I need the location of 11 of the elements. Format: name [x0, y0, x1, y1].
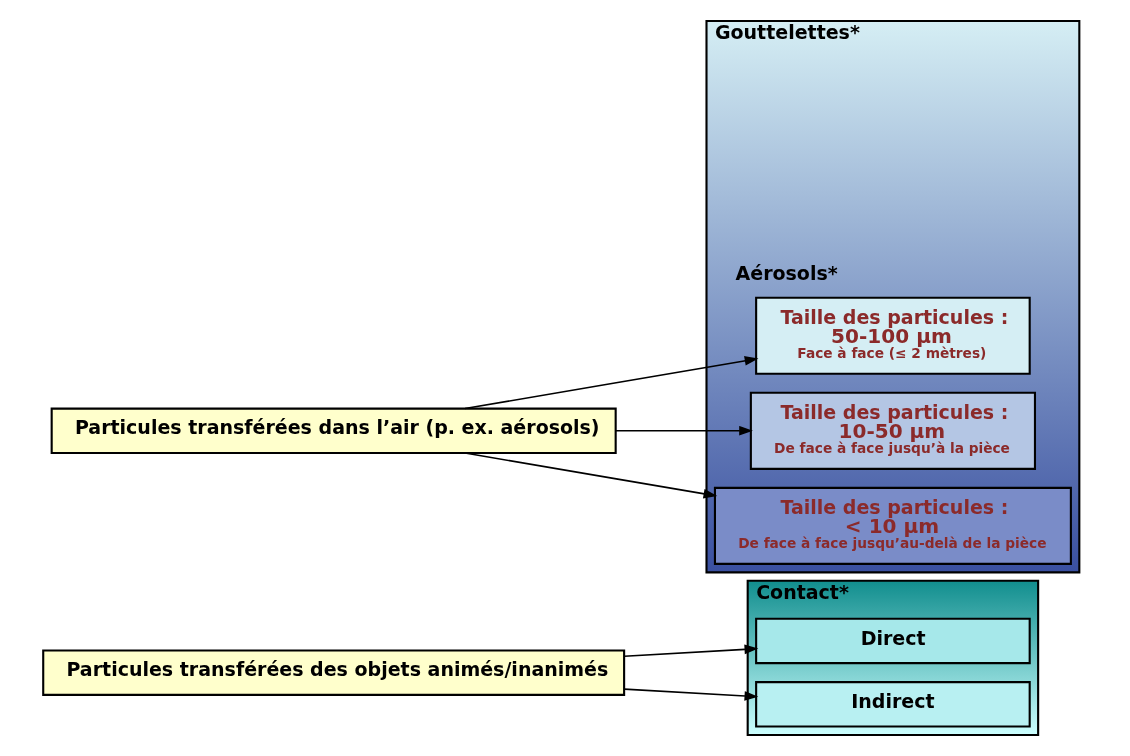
- arrow: [623, 688, 758, 701]
- node-box: Direct: [754, 617, 1031, 665]
- arrow: [463, 452, 717, 499]
- arrow: [614, 426, 753, 436]
- node-box: Particules transférées dans l’air (p. ex. aérosols): [50, 407, 617, 455]
- node-box: Particules transférées des objets animés/inanimés: [41, 649, 625, 696]
- node-box: Taille des particules : < 10 µm De face à face jusqu’au-delà de la pièce: [713, 486, 1072, 565]
- node-box: Taille des particules : 10-50 µm De face à face jusqu’à la pièce: [749, 391, 1036, 470]
- node-box: Taille des particules : 50-100 µm Face à face (≤ 2 mètres): [754, 296, 1031, 375]
- node-box: Indirect: [754, 681, 1031, 728]
- arrow: [623, 644, 758, 657]
